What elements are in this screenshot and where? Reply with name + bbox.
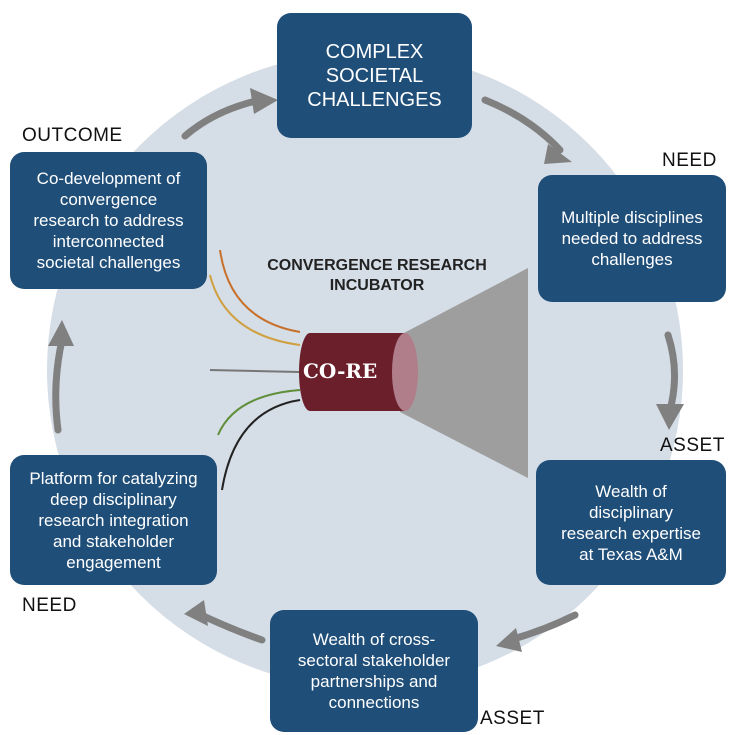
tag-asset-right: ASSET: [660, 435, 725, 456]
arrowhead-right: [656, 404, 684, 430]
box-stakeholder-partnerships-text: Wealth of cross- sectoral stakeholder pa…: [297, 630, 451, 712]
strand-orange: [219, 249, 301, 333]
arrow-right: [664, 331, 679, 414]
tag-need-right: NEED: [662, 150, 717, 171]
box-disciplinary-expertise-text: Wealth of disciplinary research expertis…: [561, 481, 701, 564]
box-multiple-disciplines-text: Multiple disciplines needed to address c…: [561, 208, 703, 269]
tag-outcome: OUTCOME: [22, 125, 123, 146]
arrow-top-left: [181, 96, 264, 140]
strand-gray: [209, 369, 301, 373]
box-platform-text: Platform for catalyzing deep disciplinar…: [29, 468, 198, 572]
arrowhead-top-left: [250, 88, 278, 114]
arrowhead-bottom-left: [184, 600, 208, 626]
arrow-top-right: [481, 96, 564, 154]
center-title: CONVERGENCE RESEARCH INCUBATOR: [267, 257, 487, 294]
arrowhead-bottom-right: [496, 628, 522, 652]
discipline-strands: [209, 249, 301, 491]
box-disciplinary-expertise: Wealth of disciplinary research expertis…: [536, 460, 726, 585]
box-co-development: Co-development of convergence research t…: [10, 152, 207, 289]
core-cylinder: [299, 333, 418, 411]
core-label: CO-RE: [303, 359, 378, 383]
tag-asset-bottom: ASSET: [480, 708, 545, 729]
arrowhead-top-right: [544, 144, 572, 164]
box-complex-challenges: COMPLEX SOCIETAL CHALLENGES: [277, 13, 472, 138]
box-co-development-text: Co-development of convergence research t…: [33, 169, 184, 272]
strand-dark: [221, 399, 301, 491]
box-stakeholder-partnerships: Wealth of cross- sectoral stakeholder pa…: [270, 610, 478, 732]
strand-green: [217, 389, 301, 436]
box-platform: Platform for catalyzing deep disciplinar…: [10, 455, 217, 585]
box-complex-challenges-text: COMPLEX SOCIETAL CHALLENGES: [307, 40, 442, 111]
box-multiple-disciplines: Multiple disciplines needed to address c…: [538, 175, 726, 302]
arrowhead-left: [48, 320, 74, 346]
arrow-left: [52, 336, 66, 434]
tag-need-left: NEED: [22, 595, 77, 616]
strand-gold: [209, 274, 301, 346]
incubator-cone: [400, 268, 528, 478]
cycle-arrowheads: [48, 88, 684, 652]
